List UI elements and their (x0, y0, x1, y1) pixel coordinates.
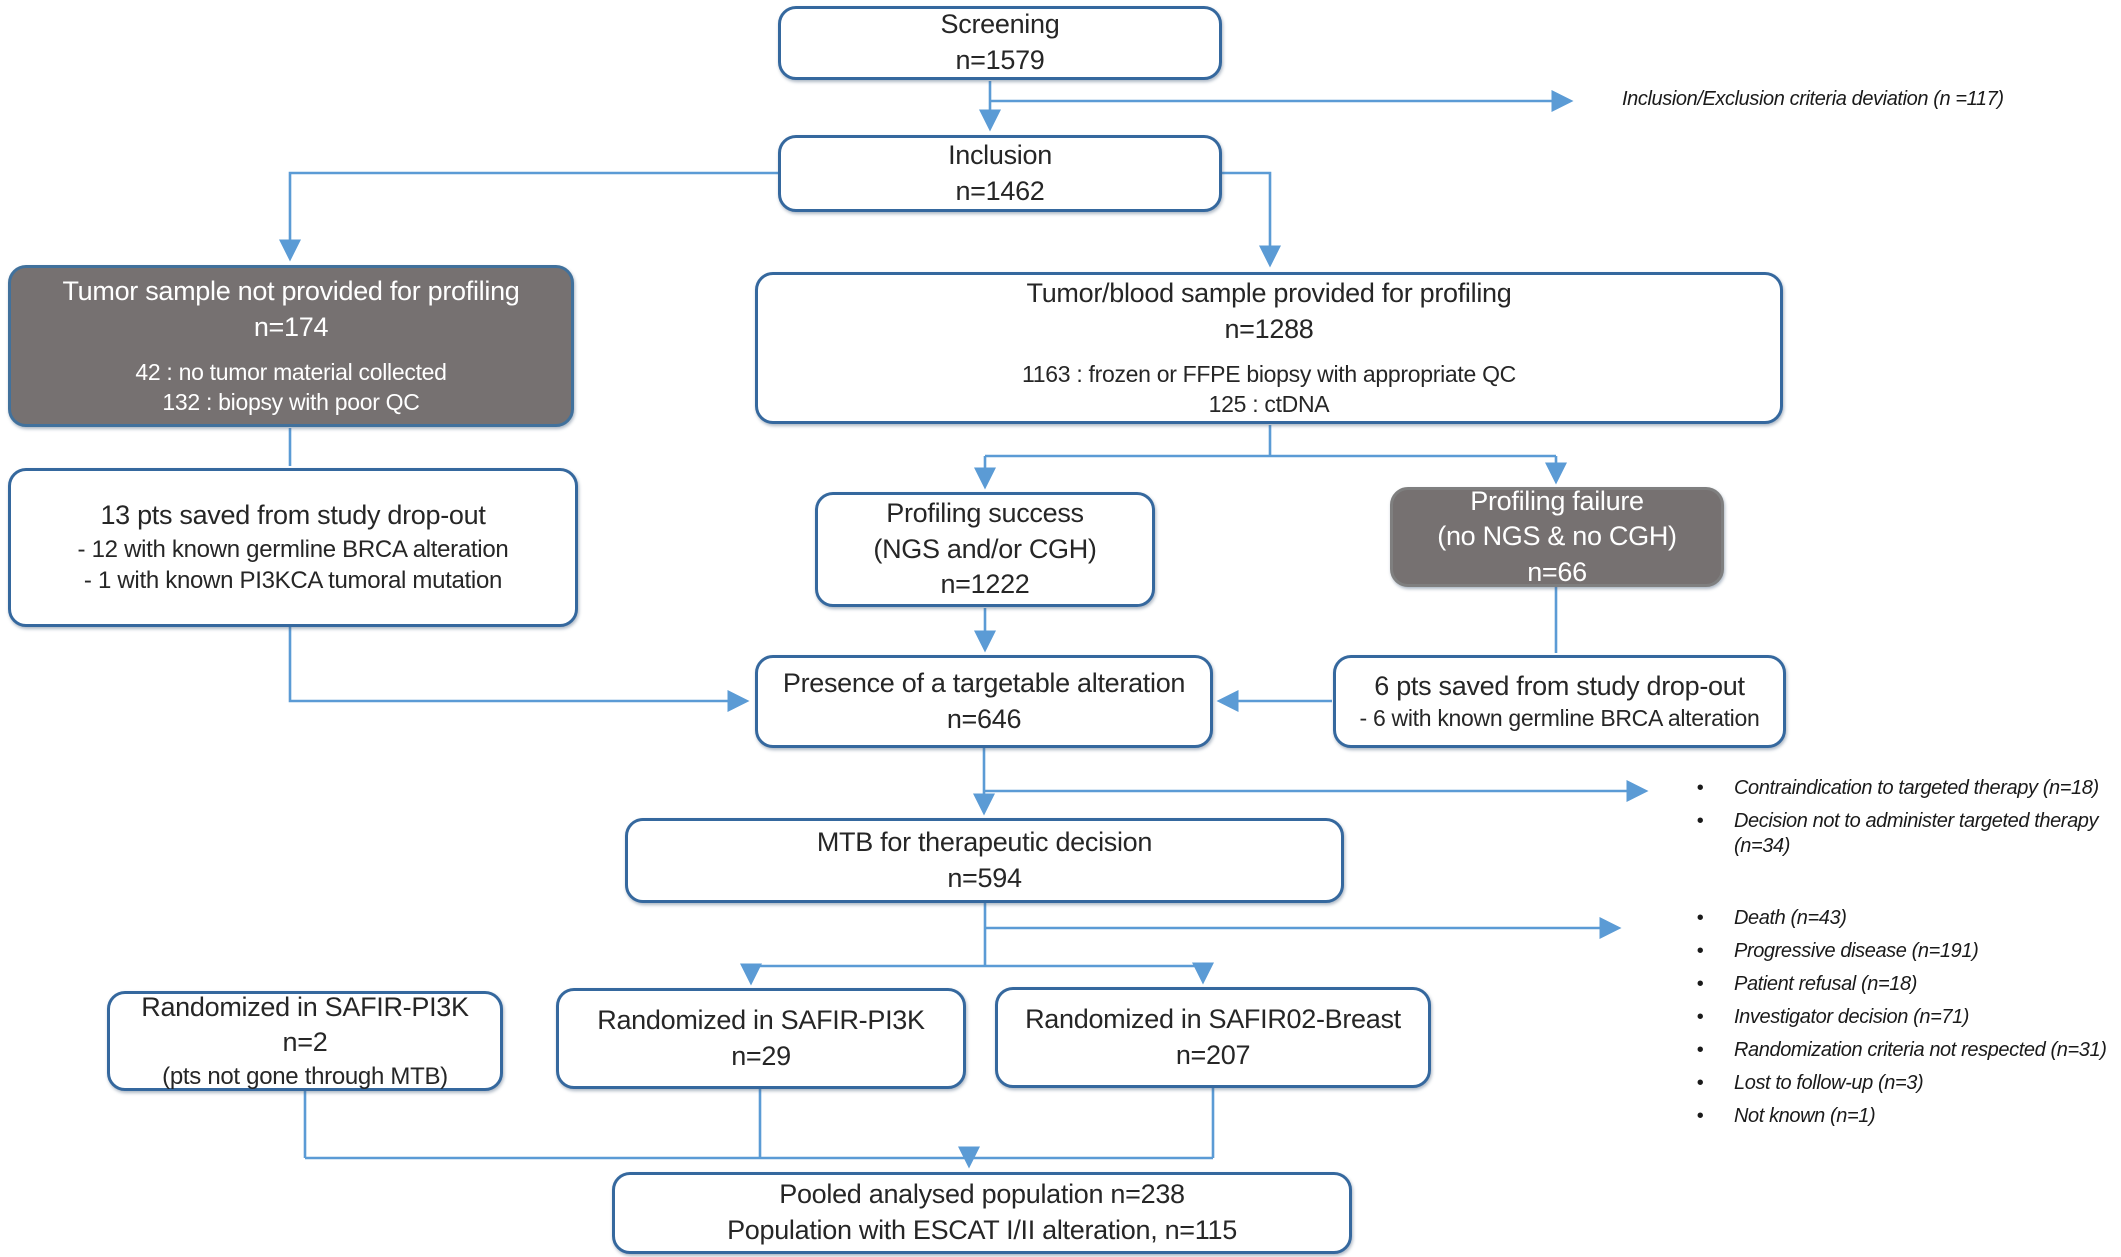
profiling-success-line2: (NGS and/or CGH) (873, 533, 1097, 564)
saved6-box: 6 pts saved from study drop-out - 6 with… (1333, 655, 1786, 748)
list-item: • Randomization criteria not respected (… (1682, 1038, 2118, 1063)
tumor-provided-detail: 125 : ctDNA (1208, 390, 1330, 417)
connector-inclusion-to-not-provided (278, 171, 778, 262)
rand-pi3k-no-mtb-box: Randomized in SAFIR-PI3K n=2 (pts not go… (107, 991, 503, 1091)
profiling-failure-line1: Profiling failure (1470, 485, 1644, 516)
presence-box: Presence of a targetable alteration n=64… (755, 655, 1213, 748)
bullet-icon: • (1696, 810, 1704, 832)
list-item: • Decision not to administer targeted th… (1682, 809, 2118, 859)
tumor-not-provided-n: n=174 (253, 312, 329, 343)
bullet-icon: • (1696, 940, 1704, 962)
saved13-box: 13 pts saved from study drop-out - 12 wi… (8, 468, 578, 627)
saved13-title: 13 pts saved from study drop-out (100, 500, 486, 531)
tumor-not-provided-detail: 132 : biopsy with poor QC (162, 388, 420, 415)
tumor-not-provided-box: Tumor sample not provided for profiling … (8, 265, 574, 427)
rand-safir02-n: n=207 (1175, 1039, 1251, 1070)
rand-pi3k-n: n=29 (731, 1040, 791, 1071)
bullet-icon: • (1696, 1039, 1704, 1061)
bullet-icon: • (1696, 1072, 1704, 1094)
bullet-icon: • (1696, 907, 1704, 929)
rand-safir02-box: Randomized in SAFIR02-Breast n=207 (995, 987, 1431, 1088)
rand-pi3k-no-mtb-title: Randomized in SAFIR-PI3K (141, 991, 469, 1022)
rand-pi3k-no-mtb-n: n=2 (282, 1027, 328, 1058)
screening-title: Screening (940, 9, 1060, 40)
saved6-detail: - 6 with known germline BRCA alteration (1359, 705, 1760, 732)
pooled-line2: Population with ESCAT I/II alteration, n… (727, 1215, 1237, 1245)
presence-title: Presence of a targetable alteration (782, 667, 1186, 698)
list-item: • Not known (n=1) (1682, 1104, 2118, 1129)
rand-pi3k-title: Randomized in SAFIR-PI3K (597, 1004, 925, 1035)
list-item: • Investigator decision (n=71) (1682, 1005, 2118, 1030)
profiling-success-line1: Profiling success (886, 498, 1084, 529)
saved13-detail: - 1 with known PI3KCA tumoral mutation (83, 567, 503, 595)
inclusion-title: Inclusion (948, 139, 1052, 170)
mtb-n: n=594 (947, 862, 1022, 893)
list-item: • Progressive disease (n=191) (1682, 939, 2118, 964)
bullet-icon: • (1696, 1006, 1704, 1028)
profiling-success-n: n=1222 (940, 569, 1030, 600)
screening-n: n=1579 (955, 45, 1045, 75)
screening-box: Screening n=1579 (778, 6, 1222, 80)
connector-saved13-to-presence (288, 627, 750, 713)
tumor-provided-title: Tumor/blood sample provided for profilin… (1026, 278, 1512, 309)
profiling-failure-line2: (no NGS & no CGH) (1437, 521, 1677, 552)
mtb-title: MTB for therapeutic decision (816, 826, 1153, 857)
bullet-icon: • (1696, 973, 1704, 995)
inclusion-n: n=1462 (955, 175, 1045, 206)
post-mtb-exclusions-list: • Death (n=43) • Progressive disease (n=… (1682, 906, 2118, 1137)
profiling-failure-box: Profiling failure (no NGS & no CGH) n=66 (1390, 485, 1724, 587)
rand-pi3k-no-mtb-note: (pts not gone through MTB) (162, 1062, 448, 1090)
list-item: • Death (n=43) (1682, 906, 2118, 931)
deviation-annotation: Inclusion/Exclusion criteria deviation (… (1622, 88, 2004, 110)
rand-safir02-title: Randomized in SAFIR02-Breast (1025, 1003, 1401, 1034)
list-item: • Contraindication to targeted therapy (… (1682, 776, 2118, 801)
tumor-provided-box: Tumor/blood sample provided for profilin… (755, 272, 1783, 424)
presence-n: n=646 (946, 703, 1022, 734)
tumor-not-provided-detail: 42 : no tumor material collected (135, 358, 447, 385)
list-item: • Lost to follow-up (n=3) (1682, 1071, 2118, 1096)
saved13-detail: - 12 with known germline BRCA alteration (77, 535, 509, 563)
tumor-provided-n: n=1288 (1224, 314, 1314, 345)
saved6-title: 6 pts saved from study drop-out (1374, 670, 1745, 701)
mtb-box: MTB for therapeutic decision n=594 (625, 818, 1344, 903)
list-item: • Patient refusal (n=18) (1682, 972, 2118, 997)
mtb-exclusions-list: • Contraindication to targeted therapy (… (1682, 776, 2118, 867)
tumor-not-provided-title: Tumor sample not provided for profiling (62, 276, 520, 307)
pooled-box: Pooled analysed population n=238 Populat… (612, 1172, 1352, 1254)
pooled-line1: Pooled analysed population n=238 (779, 1179, 1185, 1210)
rand-pi3k-box: Randomized in SAFIR-PI3K n=29 (556, 988, 966, 1089)
connector-inclusion-to-provided (1222, 171, 1282, 268)
inclusion-box: Inclusion n=1462 (778, 135, 1222, 212)
tumor-provided-detail: 1163 : frozen or FFPE biopsy with approp… (1022, 360, 1516, 387)
profiling-success-box: Profiling success (NGS and/or CGH) n=122… (815, 492, 1155, 607)
bullet-icon: • (1696, 777, 1704, 799)
profiling-failure-n: n=66 (1527, 556, 1587, 587)
bullet-icon: • (1696, 1105, 1704, 1127)
